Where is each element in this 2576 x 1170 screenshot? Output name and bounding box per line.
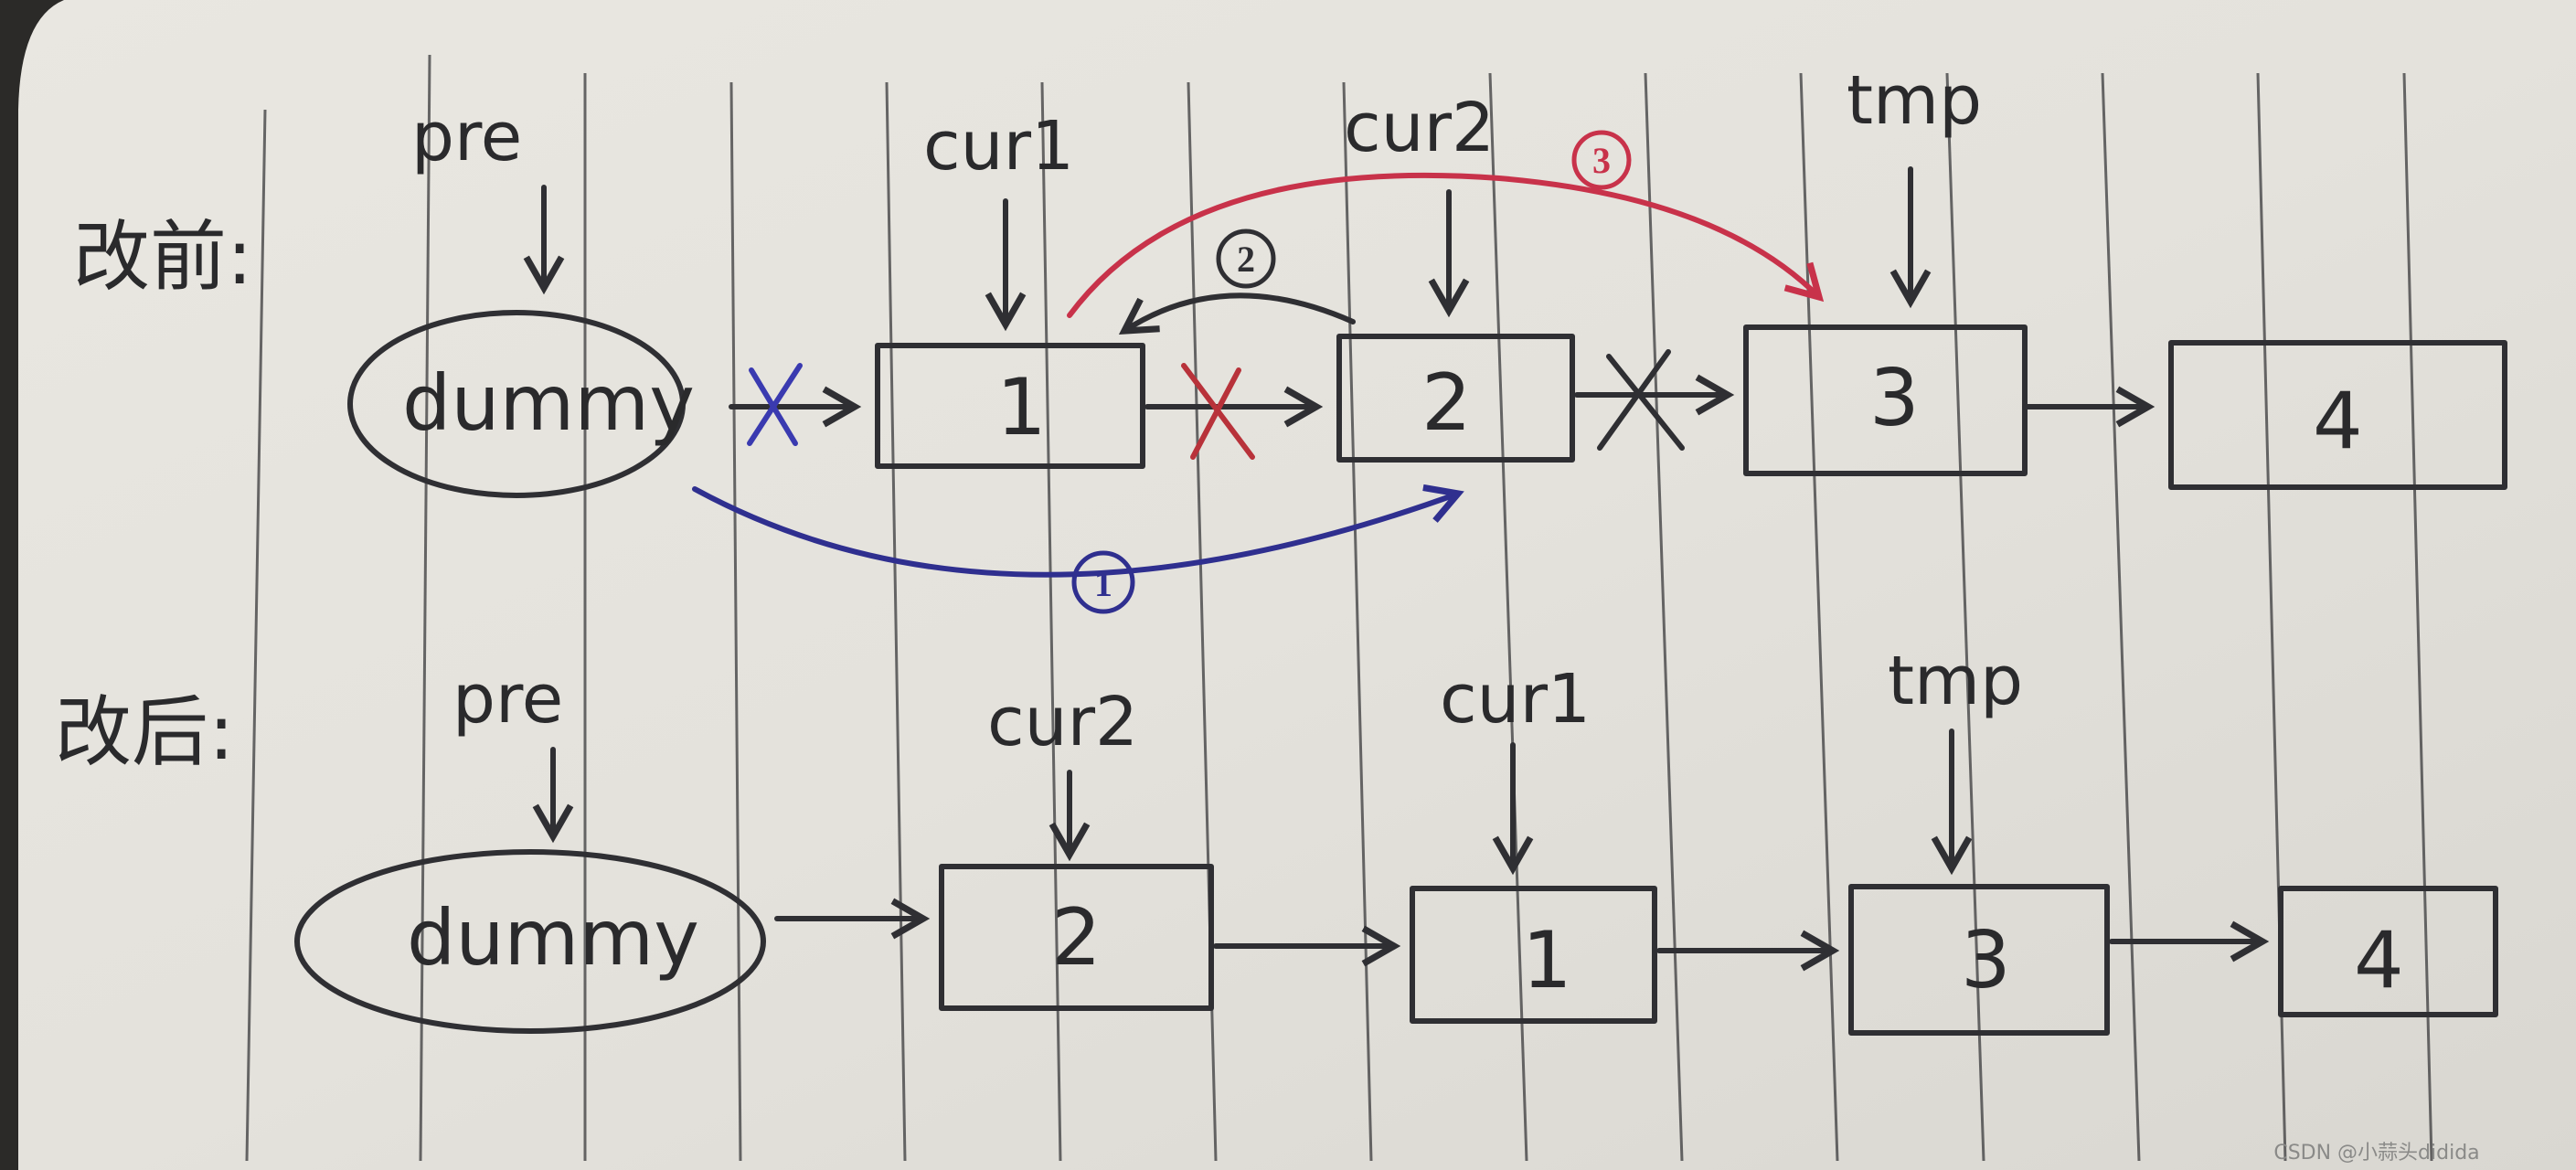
step-3-arrow [1067, 172, 1825, 318]
cross-icon-node2-link [1597, 349, 1685, 451]
before-node-3 [1743, 324, 2028, 476]
cross-icon-dummy-link [747, 363, 803, 446]
before-dummy-text: dummy [402, 358, 695, 448]
before-label: 改前: [73, 212, 252, 302]
after-cur2-label: cur2 [987, 683, 1138, 761]
step-1-arrow [692, 484, 1464, 578]
step-3-number: 3 [1592, 140, 1611, 181]
step-1-badge [1071, 550, 1135, 614]
after-node-3 [1848, 884, 2110, 1036]
before-node-4-value: 4 [2313, 376, 2363, 467]
after-pre-label: pre [452, 660, 563, 739]
before-tmp-label: tmp [1847, 61, 1982, 140]
step-2-number: 2 [1237, 239, 1255, 280]
before-node-1-value: 1 [996, 362, 1047, 453]
before-node-2 [1336, 334, 1575, 463]
paper-sheet [18, 0, 2576, 1170]
after-node-4 [2278, 886, 2498, 1017]
after-node-1-value: 1 [1522, 915, 1572, 1006]
before-pointer-arrows [523, 166, 1932, 332]
after-links [774, 898, 2270, 972]
step-3-badge [1571, 130, 1632, 190]
step-1-number: 1 [1094, 563, 1112, 604]
after-label: 改后: [55, 687, 234, 777]
after-node-2 [939, 864, 1214, 1011]
watermark: CSDN @小蒜头didida [2273, 1142, 2479, 1165]
before-dummy-node [347, 310, 686, 498]
cross-icons [747, 349, 1685, 460]
after-node-4-value: 4 [2354, 915, 2404, 1006]
before-pre-label: pre [411, 98, 522, 176]
after-dummy-node [294, 849, 766, 1034]
after-node-1 [1410, 886, 1657, 1024]
step-2-arrow [1118, 292, 1356, 335]
before-node-1 [875, 343, 1145, 469]
after-dummy-text: dummy [407, 893, 699, 983]
before-node-4 [2168, 340, 2507, 490]
before-node-2-value: 2 [1421, 357, 1472, 449]
step-2-badge [1216, 229, 1276, 289]
before-cur1-label: cur1 [923, 107, 1074, 186]
before-node-3-value: 3 [1869, 353, 1920, 444]
after-pointer-arrows [532, 729, 1973, 876]
after-node-2-value: 2 [1051, 892, 1102, 984]
before-links [729, 374, 2156, 428]
cross-icon-node1-link [1181, 363, 1255, 460]
before-cur2-label: cur2 [1344, 89, 1495, 167]
after-node-3-value: 3 [1961, 915, 2011, 1006]
after-tmp-label: tmp [1888, 642, 2023, 720]
after-cur1-label: cur1 [1440, 660, 1591, 739]
